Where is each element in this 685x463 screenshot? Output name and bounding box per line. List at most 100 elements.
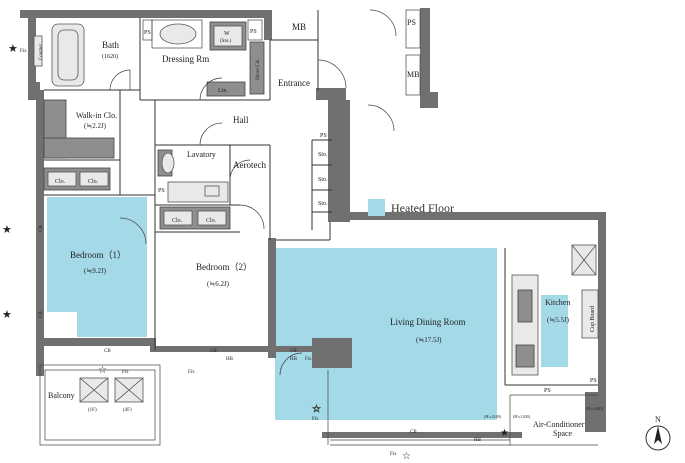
star-outline-icon: ☆ xyxy=(98,365,107,376)
balcony-outline xyxy=(39,364,161,446)
label-balcony: Balcony xyxy=(48,391,75,400)
door-lavatory xyxy=(229,159,251,181)
wall-top-right-stub xyxy=(430,92,438,108)
bedroom1-notch xyxy=(47,312,77,337)
wall-bed2-right xyxy=(268,238,276,358)
label-sto-3: Sto. xyxy=(318,201,328,207)
wall-right-entrance xyxy=(328,100,350,222)
label-cb-4: CB xyxy=(39,225,44,232)
star-icon: ★ xyxy=(500,428,509,439)
label-hb-3: HB xyxy=(474,438,482,443)
label-ps-lav: PS xyxy=(158,188,165,194)
wall-top-right xyxy=(420,8,430,108)
label-walkin-size: (≒2.2J) xyxy=(84,122,107,130)
label-counter: Counter xyxy=(39,44,44,60)
label-cb-3: CB xyxy=(290,349,297,354)
mb-right-box xyxy=(405,54,421,96)
door-bed2 xyxy=(239,204,265,230)
label-clo-3: Clo. xyxy=(172,218,183,224)
label-ps-top-right: PS xyxy=(407,18,416,27)
star-icon: ★ xyxy=(8,43,18,55)
door-balcony xyxy=(279,352,303,376)
label-mb-top: MB xyxy=(292,22,306,32)
door-hall xyxy=(199,122,223,146)
wall-left xyxy=(36,90,44,352)
label-ps-kitchen-1: PS xyxy=(544,388,551,394)
north-arrow-icon xyxy=(654,426,662,444)
label-hb-2: HB xyxy=(290,357,298,362)
label-cup-board: Cup Board xyxy=(590,306,596,332)
ps-dressing-box xyxy=(142,19,153,41)
label-sto-1: Sto. xyxy=(318,152,328,158)
star-icon: ★ xyxy=(2,309,12,321)
door-common xyxy=(367,104,395,132)
closet-bed1-b xyxy=(79,171,109,187)
wall-bed2-bottom xyxy=(150,346,320,352)
door-bath xyxy=(109,69,131,91)
label-sto-2: Sto. xyxy=(318,177,328,183)
label-fix-3: Fix xyxy=(312,417,319,422)
label-bedroom2: Bedroom（2） xyxy=(196,262,252,272)
stove xyxy=(515,344,535,368)
label-walkin: Walk-in Clo. xyxy=(76,111,117,120)
label-entrance: Entrance xyxy=(278,78,310,88)
wall-ldk-bottom xyxy=(322,432,522,438)
label-h-3: (H≒1200) xyxy=(586,406,604,411)
label-cb-5: CB xyxy=(39,311,44,318)
label-lin: Lin. xyxy=(218,88,228,94)
ps-w-box xyxy=(247,19,263,41)
shoes-closet xyxy=(249,41,265,95)
label-hall: Hall xyxy=(233,115,249,125)
label-bedroom2-size: (≒6.2J) xyxy=(207,280,230,288)
label-kitchen-size: (≒5.5J) xyxy=(547,316,570,324)
label-cb-6: CB xyxy=(410,430,417,435)
wall-left-step xyxy=(36,82,40,90)
label-cb-2: CB xyxy=(210,349,217,354)
legend-label: Heated Floor xyxy=(391,201,454,215)
label-bath: Bath xyxy=(102,40,119,50)
label-shoes: Shoes Clo. xyxy=(256,58,261,80)
door-common-top xyxy=(369,9,397,37)
label-bath-size: (1620) xyxy=(102,53,118,60)
wall-top-mb xyxy=(264,10,272,40)
wall-entrance-right xyxy=(316,88,346,100)
label-fix-2: Fix xyxy=(188,370,195,375)
label-fix-1: Fix xyxy=(122,370,129,375)
washer-inner xyxy=(213,25,243,47)
label-cb-1: CB xyxy=(104,349,111,354)
wall-aircon xyxy=(585,392,606,432)
door-dressing xyxy=(199,77,223,101)
label-h-1: (H≒2100) xyxy=(484,414,502,419)
ps-top-right-box xyxy=(405,9,421,49)
label-1f: (1F) xyxy=(88,408,97,413)
counter-shelf xyxy=(33,35,43,67)
label-lavatory: Lavatory xyxy=(187,150,216,159)
closet-bed2-b xyxy=(197,210,227,226)
wall-top xyxy=(20,10,264,18)
heated-floor-ldk xyxy=(275,248,497,420)
label-ldk: Living Dining Room xyxy=(390,317,466,327)
closet-bed2-a xyxy=(163,210,193,226)
label-mb-right: MB xyxy=(407,70,419,79)
bathtub-inner xyxy=(57,29,79,81)
door-entrance xyxy=(317,59,347,89)
star-icon: ★ xyxy=(2,224,12,236)
label-hb-1: HB xyxy=(226,357,234,362)
balcony-inner xyxy=(44,369,156,441)
label-ps-dressing: PS xyxy=(144,30,151,36)
lav-sink xyxy=(204,185,220,197)
label-w-sub: (Sto.) xyxy=(220,39,232,44)
wall-bed1-bottom xyxy=(36,338,156,346)
legend-swatch xyxy=(368,199,385,216)
door-bed1 xyxy=(119,217,147,245)
label-w: W xyxy=(224,31,230,37)
wall-left-bath xyxy=(28,18,36,100)
label-fix-5: Fix xyxy=(305,357,312,362)
star-outline-icon: ☆ xyxy=(402,451,411,462)
label-kitchen: Kitchen xyxy=(545,298,570,307)
label-fix-4: Fix xyxy=(390,452,397,457)
wall-kitchen-right xyxy=(598,212,606,422)
toilet xyxy=(161,152,175,174)
heated-floor-kitchen xyxy=(541,295,568,367)
